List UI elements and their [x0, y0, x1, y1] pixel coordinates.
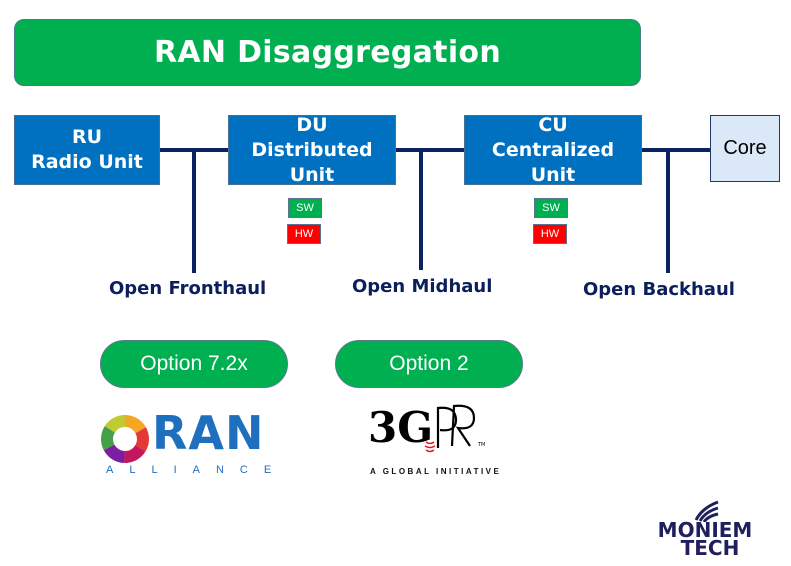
core-label: Core	[723, 137, 767, 159]
du-name-line2: Unit	[289, 163, 335, 186]
backhaul-label: Open Backhaul	[583, 279, 735, 300]
oran-alliance-logo: RAN ALLIANCE	[100, 406, 290, 482]
du-sw-tag: SW	[288, 198, 322, 218]
midhaul-label: Open Midhaul	[352, 276, 493, 297]
cu-abbrev: CU	[538, 113, 568, 136]
connector-du-cu	[395, 148, 465, 152]
oran-logo-text: RAN	[152, 406, 265, 460]
oran-ring-icon	[101, 415, 149, 463]
page-title: RAN Disaggregation	[154, 35, 501, 70]
ru-abbrev: RU	[71, 126, 103, 148]
option-fronthaul-label: Option 7.2x	[140, 352, 248, 375]
option-midhaul-label: Option 2	[389, 352, 469, 375]
connector-cu-core	[641, 148, 711, 152]
ru-name: Radio Unit	[31, 151, 143, 173]
cu-sw-tag: SW	[534, 198, 568, 218]
connector-midhaul-drop	[419, 150, 423, 270]
3gpp-tm: TM	[477, 442, 485, 448]
cu-name-line1: Centralized	[491, 138, 615, 161]
3gpp-logo-subtitle: A GLOBAL INITIATIVE	[370, 467, 502, 476]
connector-fronthaul-drop	[192, 150, 196, 273]
connector-backhaul-drop	[666, 150, 670, 273]
option-midhaul-pill: Option 2	[335, 340, 523, 388]
signal-wave-icon	[694, 500, 719, 522]
brand-line1: MONIEM	[657, 518, 753, 542]
core-box: Core	[710, 115, 780, 182]
cu-name-line2: Unit	[530, 163, 576, 186]
du-hw-tag: HW	[287, 224, 321, 244]
du-name-line1: Distributed	[251, 138, 373, 161]
title-banner: RAN Disaggregation	[14, 19, 641, 86]
du-abbrev: DU	[296, 113, 328, 136]
cu-box: CU Centralized Unit	[464, 113, 642, 186]
du-box: DU Distributed Unit	[228, 113, 396, 186]
oran-logo-subtitle: ALLIANCE	[106, 464, 288, 476]
cu-hw-tag: HW	[533, 224, 567, 244]
ru-box: RU Radio Unit	[14, 115, 160, 185]
option-fronthaul-pill: Option 7.2x	[100, 340, 288, 388]
3gpp-mark-icon: 3G TM	[368, 403, 485, 453]
svg-text:3G: 3G	[368, 403, 433, 452]
fronthaul-label: Open Fronthaul	[109, 278, 267, 299]
3gpp-logo: 3G TM A GLOBAL INITIATIVE	[366, 398, 506, 478]
moniem-tech-logo: MONIEM TECH	[652, 500, 762, 560]
brand-line2: TECH	[680, 536, 740, 560]
